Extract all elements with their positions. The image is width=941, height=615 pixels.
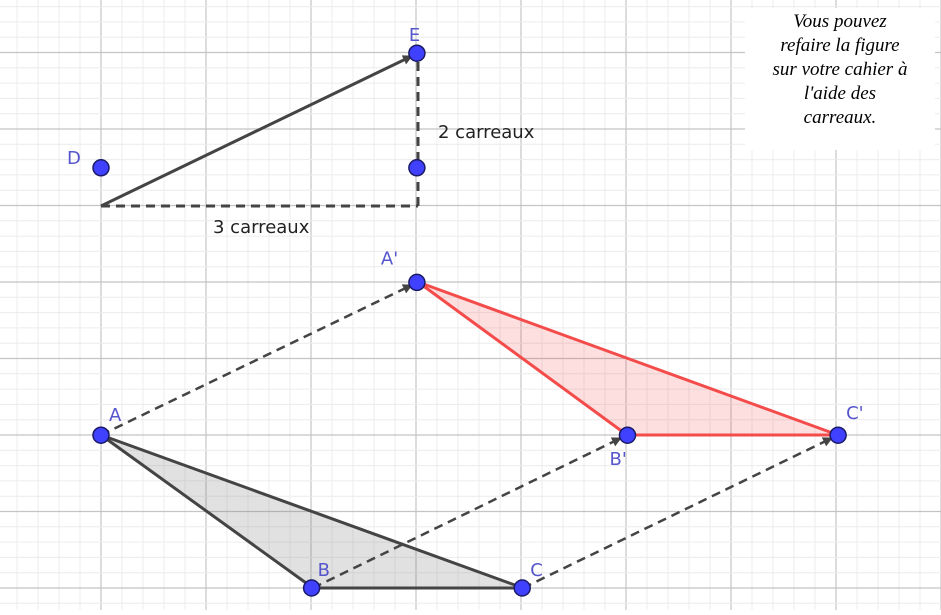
point-label: B' — [610, 449, 627, 470]
point-b[interactable] — [302, 579, 321, 597]
point-a-prime[interactable] — [408, 273, 426, 292]
arrow-a-to-a-prime — [100, 283, 413, 437]
triangle-abc-image — [416, 280, 840, 437]
point-label: A — [109, 405, 122, 426]
point-label: B — [318, 560, 330, 581]
point-c[interactable] — [513, 579, 531, 597]
point-a[interactable] — [92, 426, 110, 444]
arrow-b-to-b-prime — [312, 436, 622, 590]
label-3-carreaux: 3 carreaux — [213, 217, 310, 238]
point-label: A' — [381, 248, 398, 269]
note-line: sur votre cahier à — [772, 59, 908, 80]
point-d[interactable] — [92, 159, 110, 177]
point-label: D — [67, 148, 81, 169]
instruction-note: Vous pouvez refaire la figure sur votre … — [745, 8, 935, 150]
point-b-prime[interactable] — [618, 426, 637, 444]
label-2-carreaux: 2 carreaux — [438, 122, 535, 143]
note-line: refaire la figure — [780, 35, 900, 56]
point-e[interactable] — [408, 44, 426, 62]
point-corner[interactable] — [408, 159, 426, 177]
note-line: l'aide des — [803, 83, 877, 104]
vector-de — [100, 54, 413, 208]
point-label: C — [530, 560, 543, 581]
note-line: carreaux. — [803, 107, 877, 128]
point-c-prime[interactable] — [829, 426, 847, 444]
point-label: E — [409, 25, 420, 46]
point-label: C' — [846, 403, 864, 424]
arrow-c-to-c-prime — [522, 436, 833, 590]
triangle-abc — [99, 433, 525, 590]
points-layer: E D A' A B' C' B C — [67, 25, 864, 597]
note-line: Vous pouvez — [793, 11, 887, 32]
